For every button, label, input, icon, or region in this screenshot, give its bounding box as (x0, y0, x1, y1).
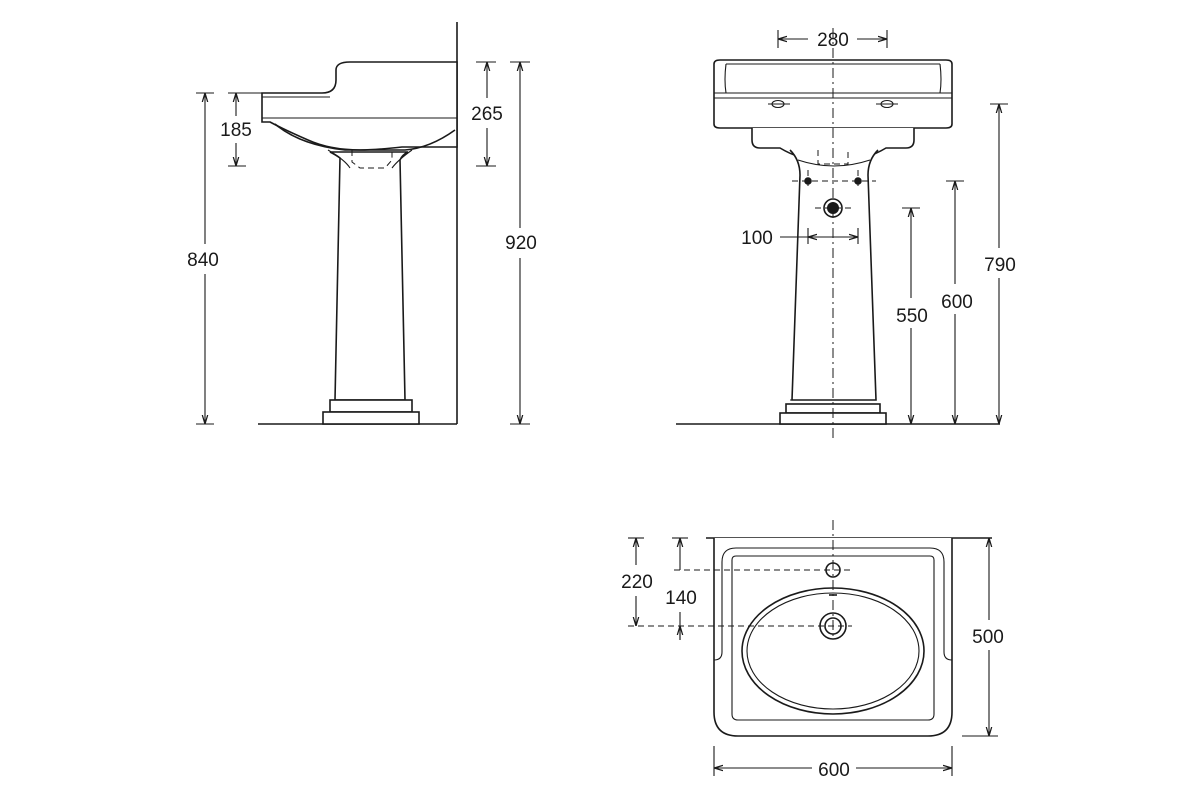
plan-bowl-inner (746, 592, 920, 710)
pedestal-side (329, 151, 409, 401)
pedestal-front-collar (797, 159, 871, 167)
dim-840-label: 840 (187, 250, 219, 271)
basin-side-profile (261, 61, 458, 151)
pedestal-top-curve (327, 149, 413, 169)
dim-140-label: 140 (665, 588, 697, 609)
plan-outer-outline (713, 538, 953, 737)
hidden-trap (351, 150, 393, 169)
dim-185-label: 185 (220, 120, 252, 141)
pedestal-front (789, 149, 879, 401)
side-view: 185 840 265 920 (187, 22, 537, 425)
plan-inner-deck (731, 555, 935, 721)
dim-600w-label: 600 (818, 760, 850, 781)
pedestal-base-upper (329, 399, 413, 413)
pedestal-base-lower (322, 411, 420, 425)
front-view: 280 100 550 600 790 (676, 28, 1016, 442)
dim-600-label: 600 (941, 292, 973, 313)
dim-100-label: 100 (741, 228, 773, 249)
dim-220-label: 220 (621, 572, 653, 593)
dim-500-label: 500 (972, 627, 1004, 648)
dim-550-label: 550 (896, 306, 928, 327)
dim-790-label: 790 (984, 255, 1016, 276)
plan-view: 220 140 500 600 (621, 520, 1004, 781)
basin-bowl-side (274, 123, 456, 151)
dim-265-label: 265 (471, 104, 503, 125)
dim-280-label: 280 (817, 30, 849, 51)
dim-920-label: 920 (505, 233, 537, 254)
front-hidden-trap (817, 150, 849, 165)
